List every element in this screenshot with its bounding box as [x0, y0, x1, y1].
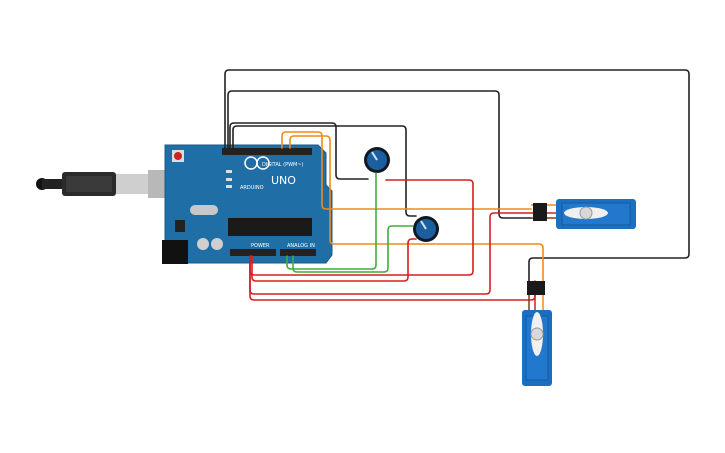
servo-horizontal[interactable] [531, 199, 636, 229]
servo-h-hub [579, 206, 593, 220]
wire-gnd-pot-2[interactable] [232, 125, 417, 217]
led-l [226, 170, 232, 173]
wire-analog-pot-2[interactable] [292, 225, 414, 273]
servo-vertical[interactable] [522, 281, 552, 386]
servo-v-hub [530, 327, 544, 341]
servo-v-connector [527, 281, 545, 295]
wire-signal-servo-vertical[interactable] [289, 135, 544, 282]
power-jack [162, 240, 188, 264]
wire-gnd-servo-vertical[interactable] [224, 69, 690, 282]
capacitor-1 [197, 238, 209, 250]
regulator [175, 220, 185, 232]
arduino-uno[interactable]: DIGITAL (PWM~) UNO ARDUINO POWER ANALOG … [162, 144, 333, 264]
board-brand-label: ARDUINO [240, 185, 264, 191]
capacitor-2 [211, 238, 223, 250]
wire-5v-servo-horizontal[interactable] [249, 212, 532, 295]
wire-gnd-servo-horizontal[interactable] [227, 90, 532, 219]
analog-header [280, 249, 316, 256]
usb-cable[interactable] [36, 170, 168, 198]
wire-signal-servo-horizontal[interactable] [281, 131, 532, 210]
digital-header-left [222, 148, 286, 155]
digital-header-right [262, 148, 312, 155]
board-model-label: UNO [271, 174, 296, 187]
arduino-logo-right [256, 156, 270, 170]
usb-port [148, 170, 168, 198]
crystal [190, 205, 218, 215]
wire-analog-pot-1[interactable] [286, 172, 377, 270]
potentiometer-2[interactable] [413, 216, 439, 242]
usb-plug-grip [66, 176, 112, 192]
potentiometer-1[interactable] [364, 147, 390, 173]
wire-5v-pot-1[interactable] [249, 179, 474, 276]
analog-header-label: ANALOG IN [287, 243, 315, 249]
pot-2-indicator [420, 220, 427, 230]
power-header [230, 249, 276, 256]
reset-button[interactable] [174, 152, 182, 160]
servo-h-connector [533, 203, 547, 221]
atmega-chip [228, 218, 312, 236]
pot-1-indicator [371, 151, 378, 161]
usb-plug-metal [116, 174, 148, 194]
led-rx [226, 185, 232, 188]
led-tx [226, 178, 232, 181]
wire-gnd-pot-1[interactable] [229, 122, 369, 180]
digital-header-label: DIGITAL (PWM~) [262, 162, 304, 168]
usb-cable-cord [42, 179, 62, 189]
wire-5v-pot-2[interactable] [251, 238, 417, 282]
power-header-label: POWER [251, 243, 270, 249]
